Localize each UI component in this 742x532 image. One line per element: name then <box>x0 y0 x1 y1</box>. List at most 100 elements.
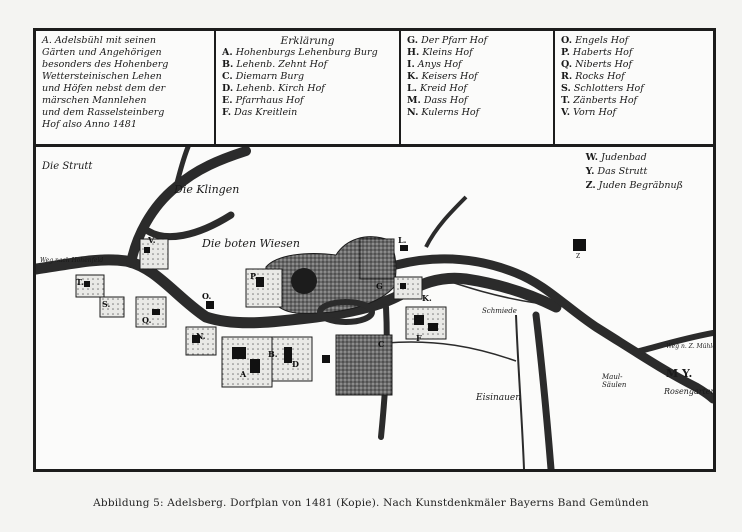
legend-entry: L. Kreid Hof <box>407 83 467 94</box>
legend-intro-line: und Höfen nebst dem der <box>42 83 166 94</box>
klingen-branch <box>144 211 235 241</box>
legend-intro: A. Adelsbühl mit seinen Gärten und Angeh… <box>36 31 216 144</box>
plot-letter-d: D <box>292 359 299 369</box>
plot <box>185 326 217 356</box>
legend-entry: Y. Das Strutt <box>585 166 648 177</box>
legend-entry: F. Das Kreitlein <box>222 107 298 118</box>
plot <box>245 268 283 308</box>
legend-entry: B. Lehenb. Zehnt Hof <box>222 59 328 70</box>
legend-intro-line: märschen Mannlehen <box>42 95 147 106</box>
hatched-field <box>335 334 393 396</box>
label-rosengarten: Rosengarten <box>664 387 716 396</box>
label-weg: Weg nach Hohenfeld <box>40 257 104 264</box>
round-tower <box>291 268 317 294</box>
building <box>206 301 214 309</box>
thin-path-1 <box>385 341 517 362</box>
building <box>428 323 438 331</box>
building <box>322 355 330 363</box>
plot-letter-n: N. <box>196 331 206 341</box>
label-weg-muehle: Weg n. Z. Mühle <box>666 343 716 350</box>
building <box>232 347 246 359</box>
hatched-field <box>359 238 395 280</box>
plot-letter-q: Q. <box>142 315 152 325</box>
thin-path-2 <box>435 276 537 304</box>
building <box>284 347 292 363</box>
legend-entry: V. Vorn Hof <box>561 107 616 118</box>
legend-entry: Z. Juden Begräbnuß <box>585 180 683 191</box>
plot-letter-a: A <box>240 369 247 379</box>
legend-entry: K. Keisers Hof <box>407 71 478 82</box>
legend-entry: S. Schlotters Hof <box>561 83 644 94</box>
legend-intro-line: Gärten und Angehörigen <box>42 47 162 58</box>
village-map: W. Judenbad Y. Das Strutt Z. Juden Begrä… <box>36 147 713 469</box>
plot-letter-o: O. <box>202 291 212 301</box>
south-path <box>515 314 525 469</box>
plot-letter-s: S. <box>102 299 111 309</box>
label-strutt: Die Strutt <box>42 161 93 172</box>
plot-letter-t: T. <box>76 277 84 287</box>
legend-intro-line: besonders des Hohenberg <box>42 59 169 70</box>
building <box>152 309 160 315</box>
label-my: M Y. <box>666 367 693 380</box>
building <box>144 247 150 253</box>
legend-intro-line: und dem Rasselsteinberg <box>42 107 165 118</box>
plot-letter-c: C <box>378 339 385 349</box>
plot-letter-f: F <box>416 333 422 343</box>
label-schmiede: Schmiede <box>482 307 517 315</box>
building <box>414 315 424 325</box>
legend-entry: I. Anys Hof <box>407 59 462 70</box>
plot <box>393 276 423 300</box>
building <box>192 335 200 343</box>
top-fork <box>173 147 191 190</box>
label-z: Z <box>576 253 581 260</box>
legend-entry: E. Pfarrhaus Hof <box>222 95 304 106</box>
legend-entry: G. Der Pfarr Hof <box>407 35 488 46</box>
legend-entry: M. Dass Hof <box>407 95 468 106</box>
legend-entry: R. Rocks Hof <box>561 71 625 82</box>
legend-entry: W. Judenbad <box>585 152 647 163</box>
ring-wall <box>317 299 375 325</box>
legend-g-to-n: G. Der Pfarr Hof H. Kleins Hof I. Anys H… <box>401 31 555 144</box>
legend-entry: C. Diemarn Burg <box>222 71 305 82</box>
main-road <box>36 254 562 329</box>
plot-letter-p: P. <box>250 271 258 281</box>
plot-letter-b: B. <box>268 349 278 359</box>
building <box>400 283 406 289</box>
plot <box>139 238 169 270</box>
building <box>400 245 408 251</box>
label-klingen: Die Klingen <box>174 183 240 196</box>
north-path <box>424 195 468 248</box>
plot <box>221 336 273 388</box>
plot-letter-g: G <box>376 281 383 291</box>
legend-row: A. Adelsbühl mit seinen Gärten und Angeh… <box>36 31 713 147</box>
plot-letter-l: L. <box>398 235 407 245</box>
legend-entry: O. Engels Hof <box>561 35 629 46</box>
cemetery-marker <box>573 239 586 251</box>
legend-entry: N. Kulerns Hof <box>407 107 480 118</box>
figure-caption: Abbildung 5: Adelsberg. Dorfplan von 148… <box>93 497 649 509</box>
legend-o-to-v: O. Engels Hof P. Haberts Hof Q. Niberts … <box>555 31 713 144</box>
label-wiesen: Die boten Wiesen <box>202 237 300 250</box>
legend-a-to-f: Erklärung A. Hohenburgs Lehenburg Burg B… <box>216 31 401 144</box>
legend-entry: T. Zänberts Hof <box>561 95 638 106</box>
east-road <box>391 254 713 404</box>
legend-entry: A. Hohenburgs Lehenburg Burg <box>222 47 378 58</box>
legend-entry: H. Kleins Hof <box>407 47 473 58</box>
south-road-2 <box>532 311 555 469</box>
legend-w-to-z: W. Judenbad Y. Das Strutt Z. Juden Begrä… <box>586 151 683 193</box>
legend-intro-line: A. Adelsbühl mit seinen <box>42 35 157 46</box>
label-maulbeeren: Maul- Säulen <box>602 373 627 389</box>
legend-intro-line: Hof also Anno 1481 <box>42 119 137 130</box>
building <box>250 359 260 373</box>
legend-entry: D. Lehenb. Kirch Hof <box>222 83 325 94</box>
plot-letter-v: V. <box>148 235 156 245</box>
plot-letter-k: K. <box>422 293 432 303</box>
legend-entry: Q. Niberts Hof <box>561 59 632 70</box>
map-frame: A. Adelsbühl mit seinen Gärten und Angeh… <box>33 28 716 472</box>
east-road-branch <box>633 330 713 355</box>
map-drawing <box>36 147 713 469</box>
building <box>84 281 90 287</box>
plot <box>405 306 447 340</box>
legend-title: Erklärung <box>280 35 335 47</box>
plot <box>135 296 167 328</box>
